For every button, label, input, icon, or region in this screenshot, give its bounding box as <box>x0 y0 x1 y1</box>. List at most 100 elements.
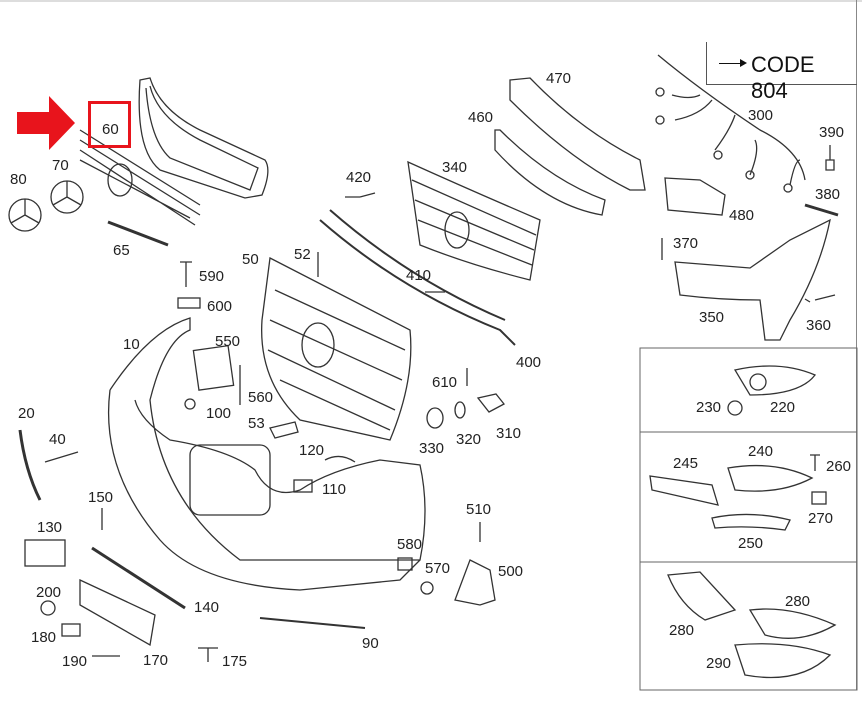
part-label[interactable]: 200 <box>36 584 62 601</box>
part-470-crossmember <box>509 77 646 191</box>
right-border <box>856 0 857 690</box>
part-label[interactable]: 580 <box>397 536 423 553</box>
part-label[interactable]: 90 <box>362 635 379 652</box>
part-label[interactable]: 410 <box>406 267 432 284</box>
part-390-clip <box>825 145 835 171</box>
part-label[interactable]: 320 <box>456 431 482 448</box>
part-label[interactable]: 590 <box>199 268 225 285</box>
part-label[interactable]: 120 <box>299 442 325 459</box>
part-130-bracket <box>24 539 66 567</box>
part-label[interactable]: 65 <box>113 242 130 259</box>
part-label[interactable]: 170 <box>143 652 169 669</box>
part-360-clip <box>804 294 836 303</box>
part-240-grille <box>727 464 814 492</box>
part-label[interactable]: 52 <box>294 246 311 263</box>
part-label[interactable]: 180 <box>31 629 57 646</box>
part-label[interactable]: 245 <box>673 455 699 472</box>
part-label[interactable]: 270 <box>808 510 834 527</box>
highlight-box-part-60 <box>88 101 131 148</box>
part-label[interactable]: 510 <box>466 501 492 518</box>
part-460-absorber <box>494 129 606 216</box>
part-260-screw <box>810 454 820 471</box>
part-400-bracket <box>319 209 516 346</box>
part-label[interactable]: 570 <box>425 560 451 577</box>
part-60-grille-frame <box>138 77 269 199</box>
part-label[interactable]: 53 <box>248 415 265 432</box>
part-label[interactable]: 50 <box>242 251 259 268</box>
part-label[interactable]: 360 <box>806 317 832 334</box>
part-label[interactable]: 290 <box>706 655 732 672</box>
part-label[interactable]: 340 <box>442 159 468 176</box>
code-note: CODE 804 <box>706 42 857 103</box>
part-label[interactable]: 190 <box>62 653 88 670</box>
part-label[interactable]: 610 <box>432 374 458 391</box>
part-label[interactable]: 380 <box>815 186 841 203</box>
part-label[interactable]: 560 <box>248 389 274 406</box>
part-label[interactable]: 280 <box>785 593 811 610</box>
part-label[interactable]: 110 <box>322 481 346 498</box>
part-340-grille <box>407 160 541 281</box>
part-label[interactable]: 220 <box>770 399 796 416</box>
part-580-clip <box>397 557 413 571</box>
part-label[interactable]: 300 <box>748 107 774 124</box>
red-arrow-indicator <box>17 96 75 155</box>
part-label[interactable]: 100 <box>206 405 232 422</box>
part-140-strip <box>91 546 186 610</box>
part-label[interactable]: 550 <box>215 333 241 350</box>
part-65-strip <box>107 220 169 247</box>
part-245-trim <box>649 475 719 506</box>
part-90-strip <box>259 617 366 629</box>
part-label[interactable]: 330 <box>419 440 445 457</box>
part-600-clip <box>177 297 201 309</box>
part-20-trim <box>18 429 42 501</box>
part-180-clip <box>61 623 81 637</box>
part-53-pad <box>269 421 299 439</box>
part-label[interactable]: 350 <box>699 309 725 326</box>
part-480-bracket <box>664 177 726 216</box>
part-50-grille <box>261 256 412 441</box>
part-label[interactable]: 280 <box>669 622 695 639</box>
part-280-right-trim <box>748 608 837 639</box>
part-label[interactable]: 480 <box>729 207 755 224</box>
part-270-clip <box>811 491 827 505</box>
part-label[interactable]: 10 <box>123 336 140 353</box>
part-550-module <box>192 344 235 391</box>
part-label[interactable]: 130 <box>37 519 63 536</box>
part-label[interactable]: 370 <box>673 235 699 252</box>
part-70-badge-ring <box>107 163 133 197</box>
part-label[interactable]: 175 <box>222 653 248 670</box>
part-120-cable <box>324 455 356 463</box>
part-label[interactable]: 80 <box>10 171 27 188</box>
part-300-harness <box>657 54 806 186</box>
part-label[interactable]: 460 <box>468 109 494 126</box>
part-70-louvers <box>79 129 201 226</box>
part-330-sensor <box>426 407 444 429</box>
part-label[interactable]: 150 <box>88 489 114 506</box>
part-label[interactable]: 70 <box>52 157 69 174</box>
part-label[interactable]: 20 <box>18 405 35 422</box>
part-label[interactable]: 500 <box>498 563 524 580</box>
part-10-bumper <box>107 317 426 591</box>
part-label[interactable]: 600 <box>207 298 233 315</box>
arrow-right-icon <box>719 59 747 67</box>
part-label[interactable]: 400 <box>516 354 542 371</box>
part-label[interactable]: 250 <box>738 535 764 552</box>
part-250-lamp <box>711 513 791 531</box>
part-label[interactable]: 420 <box>346 169 372 186</box>
part-label[interactable]: 390 <box>819 124 845 141</box>
part-label[interactable]: 230 <box>696 399 722 416</box>
part-label[interactable]: 470 <box>546 70 572 87</box>
part-220-fog-trim <box>733 365 817 396</box>
part-label[interactable]: 240 <box>748 443 774 460</box>
part-label[interactable]: 140 <box>194 599 220 616</box>
part-200-nut <box>40 600 56 616</box>
part-40-rod <box>44 451 79 463</box>
part-label[interactable]: 310 <box>496 425 522 442</box>
code-note-text: CODE 804 <box>751 52 815 103</box>
part-175-clip <box>198 647 218 662</box>
part-label[interactable]: 60 <box>102 121 119 138</box>
part-500-bracket <box>454 559 496 606</box>
part-label[interactable]: 260 <box>826 458 852 475</box>
part-label[interactable]: 40 <box>49 431 66 448</box>
part-310-sensor <box>476 393 505 413</box>
